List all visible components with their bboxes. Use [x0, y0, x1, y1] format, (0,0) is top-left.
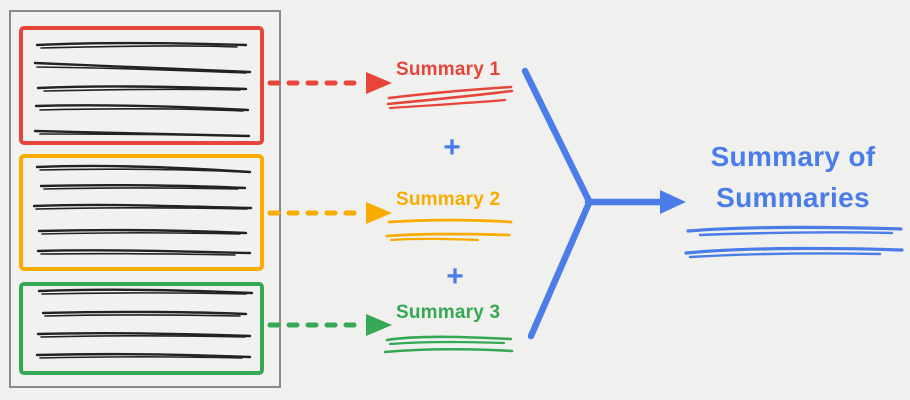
result-scribble — [684, 225, 904, 259]
result-title: Summary of Summaries — [680, 136, 906, 218]
summary-1-label: Summary 1 — [396, 59, 501, 80]
document-section-2 — [19, 154, 264, 271]
plus-operator-2: + — [446, 260, 464, 293]
source-document — [9, 10, 281, 388]
merge-arrow — [521, 67, 686, 340]
green-dashed-arrow — [267, 314, 392, 336]
red-dashed-arrow — [267, 72, 392, 94]
plus-operator-1: + — [443, 131, 461, 164]
summary-2-label: Summary 2 — [396, 189, 501, 210]
document-section-3 — [19, 282, 264, 375]
summary-3-label: Summary 3 — [396, 302, 501, 323]
summary-3-scribble — [383, 335, 514, 354]
result-title-line-2: Summaries — [716, 182, 870, 213]
orange-dashed-arrow — [267, 202, 392, 224]
document-section-1 — [19, 26, 264, 145]
summary-1-scribble — [386, 85, 514, 110]
result-title-line-1: Summary of — [710, 141, 876, 172]
summary-2-scribble — [385, 218, 513, 242]
